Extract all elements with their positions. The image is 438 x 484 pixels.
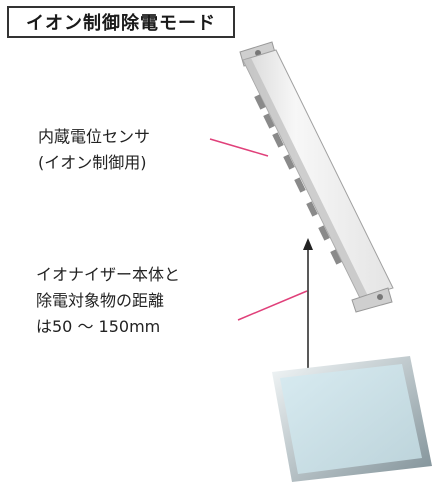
distance-label: イオナイザー本体と 除電対象物の距離 は50 ～ 150mm [36,262,180,340]
distance-label-line1: イオナイザー本体と [36,265,181,284]
mode-title: イオン制御除電モード [7,6,235,38]
emitter-array [254,94,342,265]
sensor-label-line2: (イオン制御用) [38,153,147,172]
bracket-hole-bottom [377,294,383,300]
sensor-leader-line [209,138,269,157]
ionizer-side-face [243,58,368,298]
sensor-label: 内蔵電位センサ (イオン制御用) [38,124,150,176]
mounting-bracket-bottom [351,287,393,313]
ionizer-body [242,49,394,299]
arrowhead-up [303,238,313,250]
sensor-label-line1: 内蔵電位センサ [38,127,151,146]
target-object [272,356,432,482]
ionizer-unit [239,41,394,313]
distance-label-line2: 除電対象物の距離 [36,291,165,310]
distance-leader-line [237,290,308,321]
distance-label-line3: は50 ～ 150mm [36,317,161,336]
